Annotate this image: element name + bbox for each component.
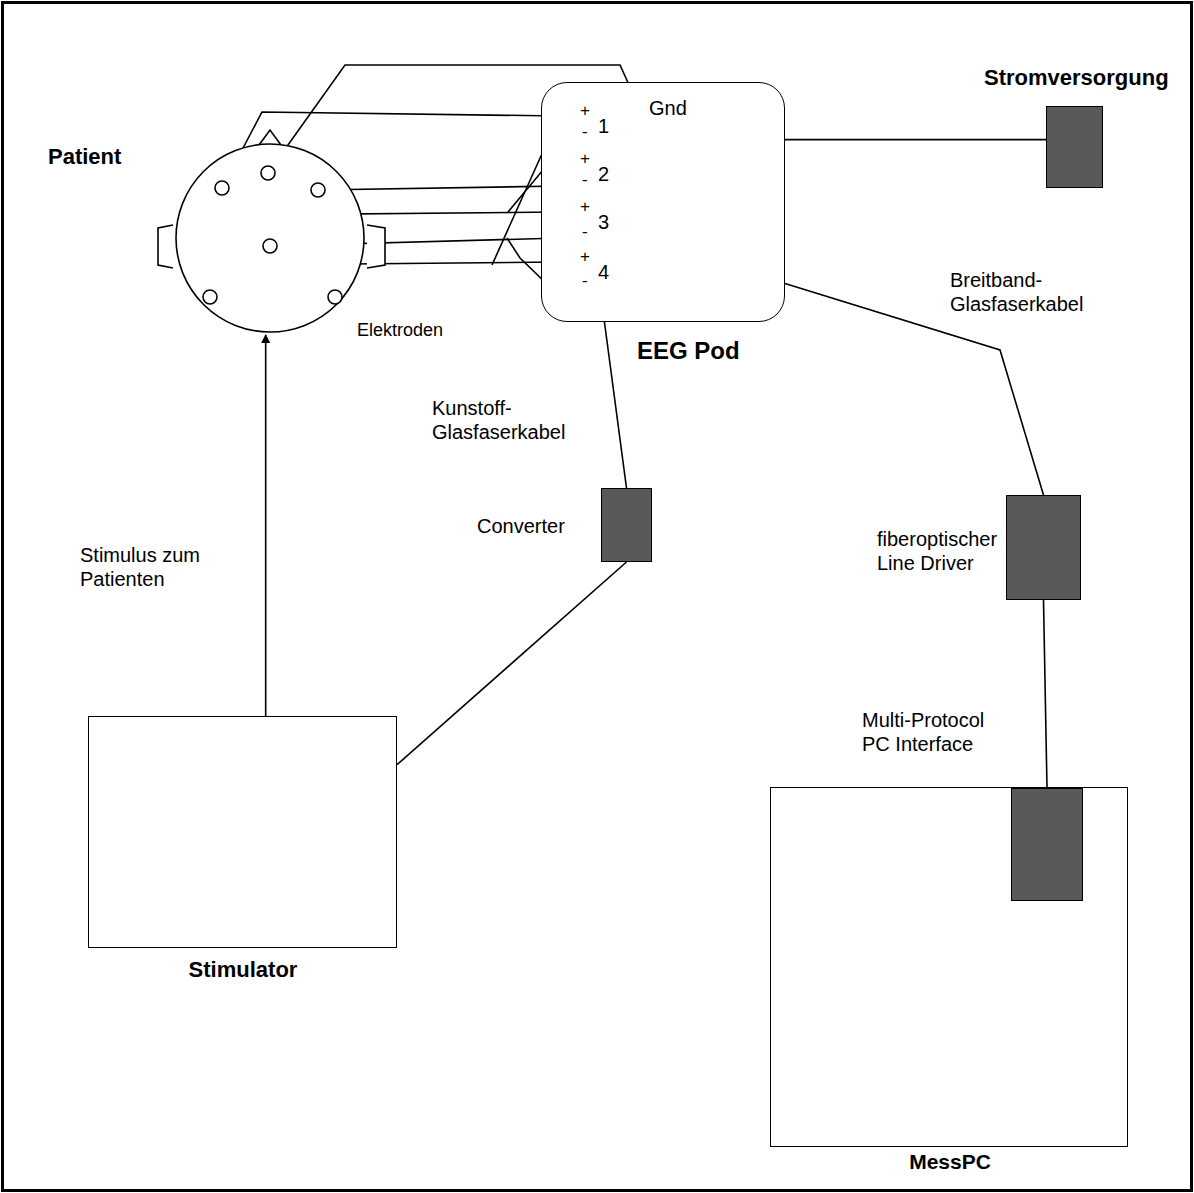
pin-sign: -: [582, 222, 588, 242]
cable-label: Kunstoff- Glasfaserkabel: [432, 396, 592, 444]
connector-line: [265, 335, 267, 716]
pc-interface: Multi-Protocol PC Interface: [1011, 788, 1083, 901]
connector-line: [604, 322, 626, 488]
cable-label: Breitband- Glasfaserkabel: [950, 268, 1110, 316]
pin-sign: -: [582, 122, 588, 142]
channel-number: 4: [598, 260, 609, 284]
converter: Converter: [601, 488, 652, 562]
connector-line: [785, 139, 1046, 141]
power-supply: Stromversorgung: [1046, 106, 1103, 188]
node-title: MessPC: [909, 1149, 991, 1174]
channel-number: 2: [598, 162, 609, 186]
patient-head: PatientElektroden: [175, 143, 365, 333]
connector-line: [397, 562, 627, 765]
line-driver: fiberoptischer Line Driver: [1006, 495, 1081, 600]
mess-pc: MessPCMulti-Protocol PC Interface: [770, 787, 1128, 1147]
node-caption: Elektroden: [357, 320, 443, 342]
pin-sign: +: [580, 149, 590, 169]
pin-sign: +: [580, 101, 590, 121]
cable-label: Stimulus zum Patienten: [80, 543, 230, 591]
node-title: EEG Pod: [637, 337, 740, 366]
node-title: Stromversorgung: [984, 65, 1169, 91]
node-title: Converter: [477, 514, 565, 538]
node-title: fiberoptischer Line Driver: [877, 527, 1005, 575]
node-title: Multi-Protocol PC Interface: [862, 708, 1008, 756]
channel-number: 1: [598, 114, 609, 138]
head-outline: [175, 143, 365, 333]
node-title: Patient: [48, 144, 121, 170]
ground-pin-label: Gnd: [649, 96, 687, 120]
connector-line: [1044, 600, 1048, 788]
stimulator: Stimulator: [88, 716, 397, 948]
pin-sign: -: [582, 271, 588, 291]
pin-sign: +: [580, 247, 590, 267]
channel-number: 3: [598, 210, 609, 234]
node-title: Stimulator: [189, 957, 298, 983]
pin-sign: -: [582, 170, 588, 190]
pin-sign: +: [580, 197, 590, 217]
